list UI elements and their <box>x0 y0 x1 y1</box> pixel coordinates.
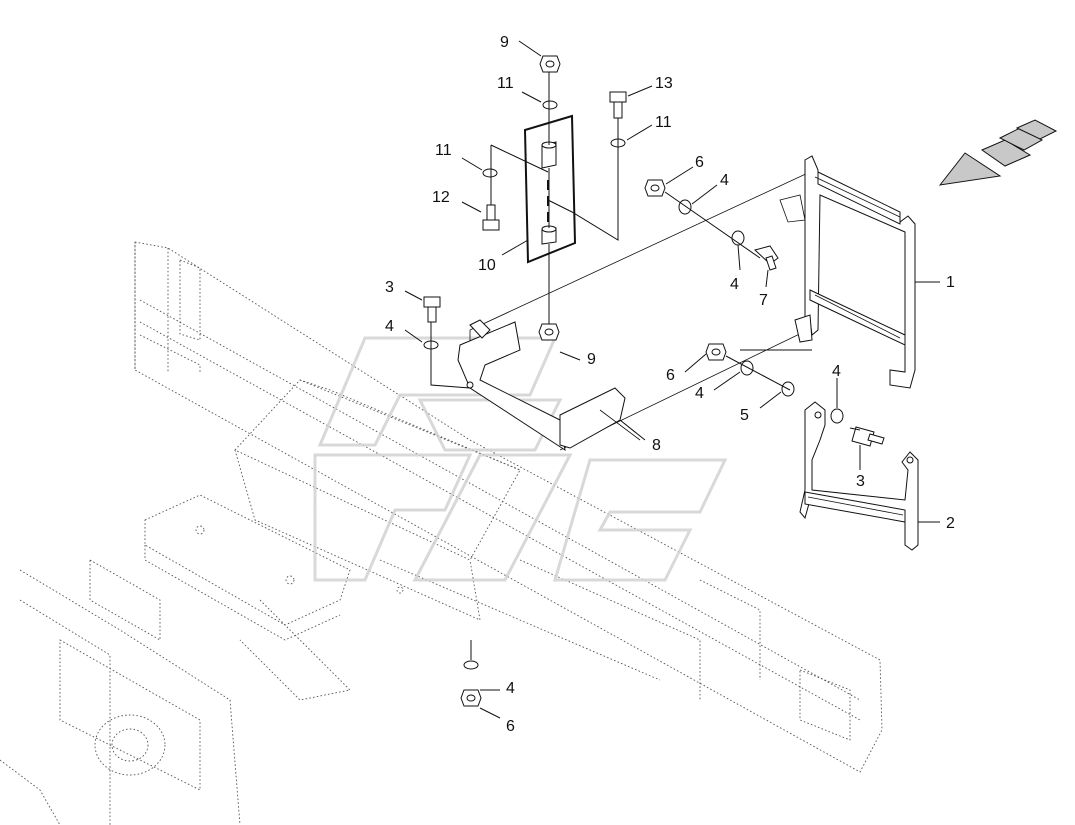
washer-icon <box>463 660 479 670</box>
callout-1: 1 <box>946 274 955 291</box>
callout-4: 4 <box>506 680 515 697</box>
callout-12: 12 <box>432 189 450 206</box>
callout-11: 11 <box>435 142 452 159</box>
callout-10: 10 <box>478 257 496 274</box>
bolt-icon <box>423 296 441 323</box>
bolt-icon <box>753 245 779 271</box>
step-ladder-upper <box>779 155 916 389</box>
callout-2: 2 <box>946 515 955 532</box>
nut-icon <box>538 323 560 341</box>
leader-lines <box>404 40 940 719</box>
callout-4: 4 <box>695 385 704 402</box>
direction-arrow-icon <box>938 119 1058 186</box>
nut-icon <box>460 689 482 707</box>
chassis-frame <box>0 241 883 825</box>
washer-icon <box>830 408 844 424</box>
washer-icon <box>482 168 498 178</box>
callout-6: 6 <box>506 718 515 735</box>
bolt-icon <box>851 426 885 447</box>
nut-icon <box>539 55 561 73</box>
callout-8: 8 <box>652 437 661 454</box>
callout-13: 13 <box>655 75 673 92</box>
callout-11: 11 <box>497 75 514 92</box>
callout-6: 6 <box>666 367 675 384</box>
nut-icon <box>705 343 727 361</box>
callout-3: 3 <box>385 279 394 296</box>
callout-9: 9 <box>500 34 509 51</box>
callout-3: 3 <box>856 473 865 490</box>
callout-6: 6 <box>695 154 704 171</box>
washer-icon <box>678 199 692 215</box>
washer-icon <box>542 100 558 110</box>
callout-4: 4 <box>832 363 841 380</box>
callout-7: 7 <box>759 292 768 309</box>
callout-4: 4 <box>385 318 394 335</box>
bolt-icon <box>482 204 500 231</box>
nut-icon <box>644 179 666 197</box>
callout-5: 5 <box>740 407 749 424</box>
callout-labels: 9 11 13 11 11 6 4 12 10 4 1 3 7 4 9 6 4 … <box>385 34 955 735</box>
callout-4: 4 <box>720 172 729 189</box>
bolt-icon <box>609 91 627 119</box>
mounting-bracket <box>457 171 813 452</box>
callout-11: 11 <box>655 114 672 131</box>
step-ladder-lower <box>799 401 919 551</box>
callout-9: 9 <box>587 351 596 368</box>
callout-4: 4 <box>730 276 739 293</box>
mounting-plate <box>523 114 577 264</box>
watermark-logo <box>313 336 728 582</box>
washer-icon <box>740 360 754 376</box>
